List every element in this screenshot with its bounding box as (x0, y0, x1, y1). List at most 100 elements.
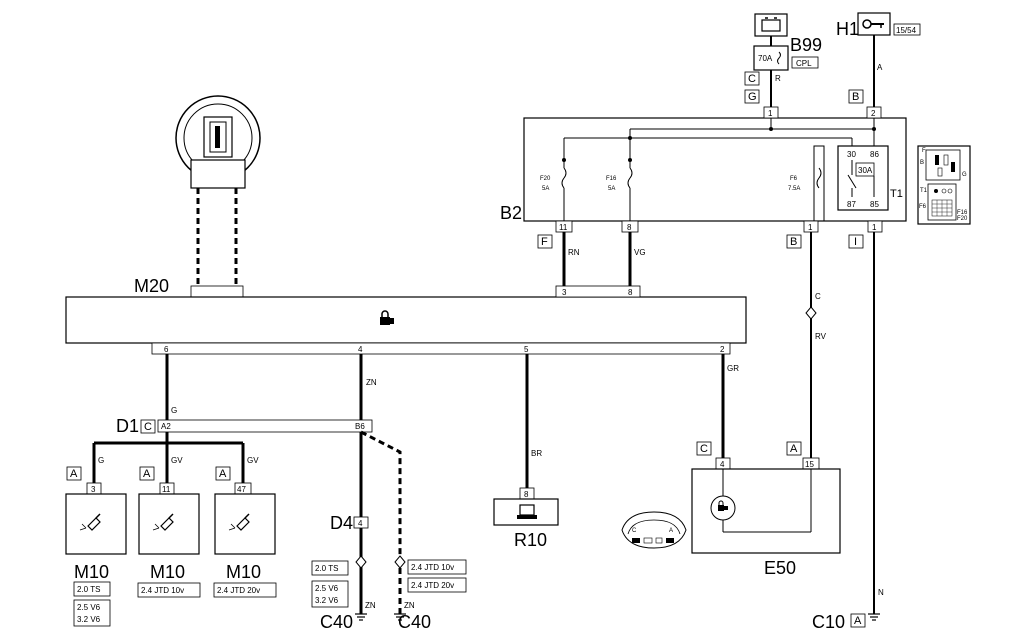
injector-icon (79, 513, 101, 531)
m10-2-pin: 11 (162, 485, 171, 494)
m20-top-pin-3: 3 (562, 288, 567, 297)
h1-tag: 15/54 (896, 26, 917, 35)
m10-1-note-2a: 2.5 V6 (77, 603, 101, 612)
m10-1-note-2b: 3.2 V6 (77, 615, 101, 624)
wire-g-m10-label: G (98, 456, 104, 465)
wires-b2-to-m20: RN VG (562, 232, 646, 286)
b2-pin-1b: 1 (872, 223, 877, 232)
wire-m20-6-to-d1: G (165, 354, 177, 420)
b2-pin-1a: 1 (808, 223, 813, 232)
e50-pin-4: 4 (720, 460, 725, 469)
m10-1-connector: A (70, 468, 78, 480)
c40-1-note-1: 2.0 TS (315, 564, 338, 573)
fuse-box-location-inset: F B G T1 F6 F16 F20 (917, 145, 971, 225)
e50-label: E50 (764, 558, 796, 578)
inset2-label-c: C (632, 528, 637, 534)
b99-label: B99 (790, 35, 822, 55)
b2-top-pin-1: 1 (768, 109, 773, 118)
c40-1-note-2b: 3.2 V6 (315, 596, 339, 605)
b99-battery-fuse: 70A B99 CPL R C G (744, 13, 822, 107)
fuse-f20-name: F20 (540, 176, 551, 182)
fuse-f16-name: F16 (606, 176, 617, 182)
fuse-f6-name: F6 (790, 176, 798, 182)
inset-label-f6: F6 (919, 204, 927, 210)
m20-pin-6: 6 (164, 345, 169, 354)
c40-1-label: C40 (320, 612, 353, 631)
ground-icon (868, 613, 880, 621)
e50-connector-a: A (790, 443, 798, 455)
inset-label-g: G (962, 172, 967, 178)
immobilizer-lamp-icon (718, 500, 728, 511)
ignition-key-switch (175, 95, 261, 298)
m10-2-label: M10 (150, 562, 185, 582)
wire-rn-label: RN (568, 248, 580, 257)
relay-pin-85: 85 (870, 200, 879, 209)
d1-connector: C (144, 421, 152, 433)
injector-icon (152, 513, 174, 531)
m20-top-pin-8: 8 (628, 288, 633, 297)
connector-i-b2: I (854, 236, 857, 248)
c10-label: C10 (812, 612, 845, 631)
m20-pin-2: 2 (720, 345, 725, 354)
b99-fuse-rating: 70A (758, 54, 773, 63)
c40-2-note-2: 2.4 JTD 20v (411, 581, 454, 590)
m10-2-note: 2.4 JTD 10v (141, 586, 184, 595)
e50-instrument-panel: C A 4 15 E50 (691, 441, 841, 578)
connector-c-b99: C (748, 73, 756, 85)
d1-splice: D1 C A2 B6 G GV GV (92, 416, 402, 560)
h1-label: H1 (836, 19, 859, 39)
wire-zn-c40-1-label: ZN (365, 601, 376, 610)
wire-r-label: R (775, 74, 781, 83)
d1-pin-b6: B6 (355, 422, 365, 431)
m10-2-connector: A (143, 468, 151, 480)
connector-f-b2: F (541, 236, 548, 248)
wire-c-label: C (815, 292, 821, 301)
wire-zn-label: ZN (366, 378, 377, 387)
wire-rv-label: RV (815, 332, 827, 341)
b2-fuse-box: B2 1 2 F20 5A F16 5A F6 7.5A (500, 106, 907, 249)
d4-label: D4 (330, 513, 353, 533)
fuse-f16-rating: 5A (608, 186, 615, 192)
e50-connector-c: C (700, 443, 708, 455)
m10-3-note: 2.4 JTD 20v (217, 586, 260, 595)
m10-3-connector: A (219, 468, 227, 480)
inset-label-t1: T1 (920, 188, 928, 194)
wire-gr-label: GR (727, 364, 739, 373)
d1-pin-a2: A2 (161, 422, 171, 431)
wire-a-label: A (877, 63, 883, 72)
relay-pin-86: 86 (870, 150, 879, 159)
wire-g-label: G (171, 406, 177, 415)
d4-pin: 4 (358, 519, 363, 528)
ground-icon (394, 613, 406, 621)
key-icon (862, 19, 884, 29)
r10-pin: 8 (524, 490, 529, 499)
inset-label-f20: F20 (957, 216, 968, 222)
m10-1-pin: 3 (91, 485, 96, 494)
injector-icon (228, 513, 250, 531)
wire-m20-5-to-r10: BR (525, 354, 542, 488)
r10-label: R10 (514, 530, 547, 550)
inset-label-f16: F16 (957, 210, 968, 216)
d4-c40-ground-1: D4 4 ZN 2.0 TS 2.5 V6 3.2 V6 C40 (311, 513, 376, 631)
relay-rating: 30A (858, 166, 873, 175)
inset2-label-a: A (669, 528, 673, 534)
b99-tag: CPL (796, 59, 812, 68)
fuse-f20-rating: 5A (542, 186, 549, 192)
c40-2-note-1: 2.4 JTD 10v (411, 563, 454, 572)
b2-pin-11: 11 (559, 223, 568, 232)
m10-3-label: M10 (226, 562, 261, 582)
r10-diagnostic-socket: 8 R10 (493, 487, 559, 550)
e50-pin-15: 15 (805, 460, 814, 469)
inset-label-b: B (920, 160, 924, 166)
wire-br-label: BR (531, 449, 542, 458)
relay-pin-87: 87 (847, 200, 856, 209)
c10-ground: C10 A (812, 612, 880, 631)
m10-injector-2: A 11 M10 2.4 JTD 10v (137, 466, 201, 598)
m10-1-note-1: 2.0 TS (77, 585, 100, 594)
wire-zn-c40-2-label: ZN (404, 601, 415, 610)
m10-1-label: M10 (74, 562, 109, 582)
fuse-f6-rating: 7.5A (788, 186, 800, 192)
b2-pin-8: 8 (627, 223, 632, 232)
lock-icon (380, 310, 394, 325)
c40-ground-2: ZN 2.4 JTD 10v 2.4 JTD 20v C40 (394, 555, 467, 631)
